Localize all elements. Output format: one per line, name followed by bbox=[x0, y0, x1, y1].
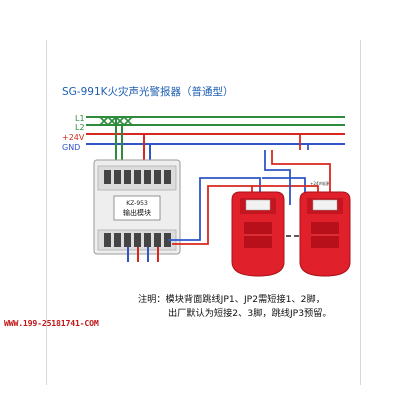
frame-left-border bbox=[46, 40, 47, 385]
alarm-unit-2 bbox=[299, 191, 351, 277]
bus-label-24v: +24V bbox=[62, 133, 85, 142]
diagram-title: SG-991K火灾声光警报器（普通型） bbox=[62, 86, 234, 98]
bus-label-gnd: GND bbox=[62, 143, 80, 152]
note-line-1: 注明：模块背面跳线JP1、JP2需短接1、2脚， bbox=[138, 294, 325, 305]
module-model-label: KZ-953 bbox=[126, 200, 148, 207]
output-module bbox=[93, 159, 181, 255]
frame-right-border bbox=[360, 40, 361, 385]
module-output-wires bbox=[127, 247, 159, 262]
note-line-2: 出厂默认为短接2、3脚，跳线JP3预留。 bbox=[168, 308, 332, 319]
bus-lines bbox=[86, 116, 345, 145]
watermark: WWW.199-25181741-COM bbox=[4, 318, 99, 328]
bus-label-l1: L1 bbox=[75, 114, 85, 123]
alarm-power-label: +24V电源 bbox=[310, 180, 329, 186]
twisted-pair-symbol bbox=[99, 116, 133, 126]
bus-label-l2: L2 bbox=[75, 123, 85, 132]
module-name-label: 输出模块 bbox=[123, 208, 151, 217]
alarm-unit-1 bbox=[231, 191, 285, 277]
alarm-feed-wires bbox=[168, 134, 331, 245]
